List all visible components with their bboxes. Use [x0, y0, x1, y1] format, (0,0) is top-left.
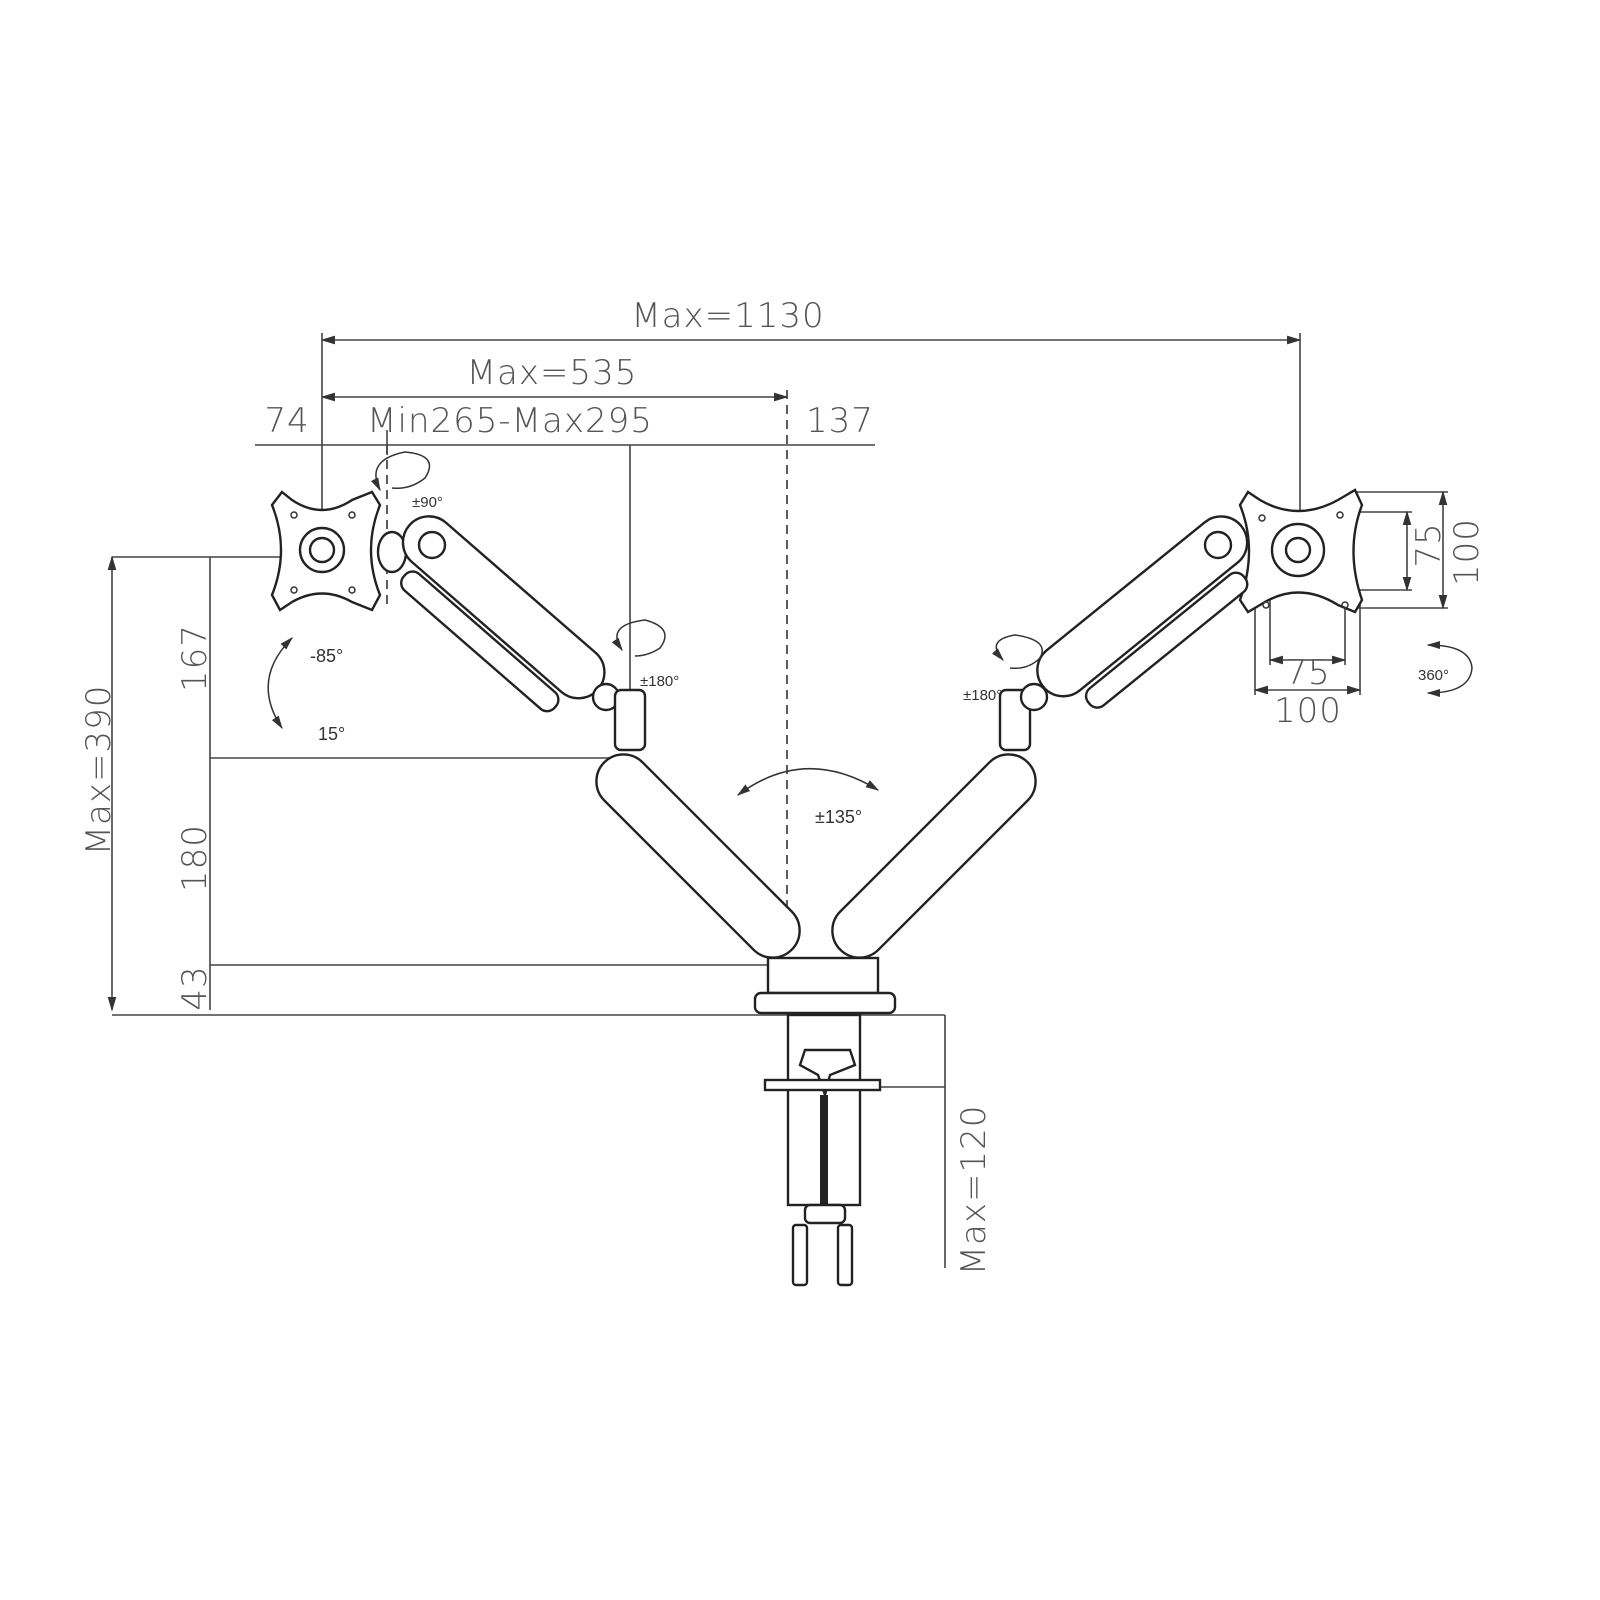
label-elbow-left-180: ±180°: [640, 673, 679, 690]
label-tilt-15: 15°: [318, 724, 345, 744]
tilt-arrow-icon: [267, 637, 293, 730]
label-max-120: Max=120: [954, 1105, 994, 1276]
swivel-arrow-icon: [370, 451, 431, 492]
label-rotation-360: 360°: [1418, 667, 1449, 684]
right-upper-arm: [1019, 515, 1249, 712]
right-vesa-plate: [1238, 488, 1364, 614]
left-vesa-plate: [270, 490, 408, 612]
label-vesa-100-horizontal: 100: [1274, 691, 1342, 731]
label-167: 167: [175, 624, 215, 692]
label-137: 137: [806, 401, 874, 441]
label-vesa-75-vertical: 75: [1409, 522, 1449, 567]
elbow-left-arrow-icon: [611, 619, 666, 657]
label-swivel-90: ±90°: [412, 494, 443, 511]
desk-clamp-base: [753, 956, 897, 1287]
elbow-right-arrow-icon: [991, 634, 1043, 670]
label-max-390: Max=390: [79, 685, 119, 856]
label-base-swivel-135: ±135°: [815, 807, 862, 827]
label-43: 43: [175, 965, 215, 1010]
right-lower-arm: [831, 688, 1037, 959]
label-elbow-right-180: ±180°: [963, 687, 1002, 704]
base-swivel-arrow-icon: [736, 767, 880, 796]
left-lower-arm: [595, 688, 801, 959]
label-180: 180: [175, 824, 215, 892]
label-max-535: Max=535: [467, 353, 638, 393]
label-74: 74: [264, 401, 309, 441]
rotation-360-arrow-icon: [1426, 640, 1473, 698]
label-tilt-minus85: -85°: [310, 646, 343, 666]
label-vesa-75-horizontal: 75: [1285, 653, 1330, 693]
label-arm-segment: Min265-Max295: [367, 401, 653, 441]
dimension-lines: [107, 333, 1448, 1268]
label-max-1130: Max=1130: [631, 296, 824, 336]
left-upper-arm: [400, 515, 621, 713]
label-vesa-100-vertical: 100: [1447, 518, 1487, 586]
rotation-arrows: [267, 451, 1473, 796]
